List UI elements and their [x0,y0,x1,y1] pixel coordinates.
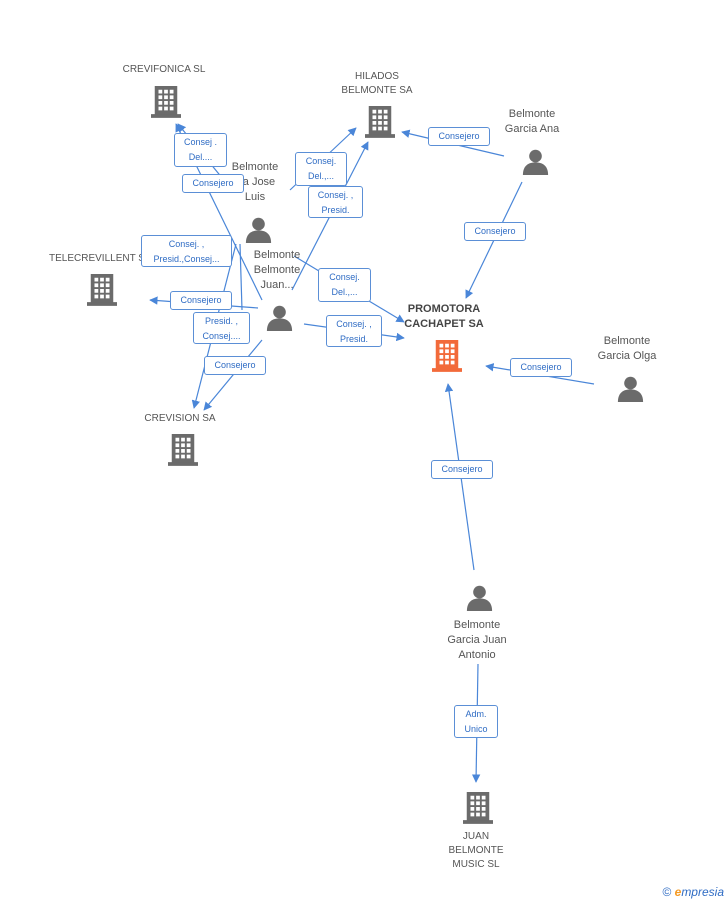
edge-line [239,243,243,311]
edge-label[interactable]: Consejero [204,356,266,375]
building-icon[interactable] [87,274,117,306]
node-label-belmonte-belmonte-juan[interactable]: Belmonte Belmonte Juan... [253,249,301,291]
node-label-belmonte-garcia-olga[interactable]: Belmonte Garcia Olga [597,335,657,362]
edge-label[interactable]: Consejero [170,291,232,310]
edge-label[interactable]: Consej. Del.,... [295,152,347,186]
edge-label[interactable]: Consejero [182,174,244,193]
building-icon[interactable] [168,434,198,466]
building-icon[interactable] [151,86,181,118]
building-icon[interactable] [365,106,395,138]
edge-label[interactable]: Consej. , Presid. [326,315,382,347]
person-icon[interactable] [245,217,272,243]
edge-label[interactable]: Adm. Unico [454,705,498,738]
edge-label[interactable]: Consejero [431,460,493,479]
person-icon[interactable] [266,305,293,331]
person-icon[interactable] [522,149,549,175]
node-label-hilados[interactable]: HILADOS BELMONTE SA [341,71,413,96]
edge-label[interactable]: Consej. , Presid.,Consej... [141,235,232,267]
building-icon[interactable] [432,340,462,372]
edge-label[interactable]: Consejero [428,127,490,146]
edge-label[interactable]: Consejero [464,222,526,241]
node-label-juan-belmonte-music[interactable]: JUAN BELMONTE MUSIC SL [448,831,504,870]
edge-label[interactable]: Consej. Del.,... [318,268,371,302]
node-label-belmonte-garcia-ana[interactable]: Belmonte Garcia Ana [504,108,560,135]
edge-label[interactable]: Consej . Del.... [174,133,227,167]
node-label-juan-antonio[interactable]: Belmonte Garcia Juan Antonio [447,619,507,661]
copyright-symbol: © [662,885,672,899]
person-icon[interactable] [617,376,644,402]
edge-label[interactable]: Consejero [510,358,572,377]
node-label-crevision[interactable]: CREVISION SA [144,413,216,424]
person-icon[interactable] [466,585,493,611]
brand-logo-text: mpresia [681,885,724,899]
building-icon[interactable] [463,792,493,824]
edge-label[interactable]: Consej. , Presid. [308,186,363,218]
brand-logo-initial: e [674,885,682,899]
node-label-crevifonica[interactable]: CREVIFONICA SL [122,64,206,75]
node-label-telecrevillent[interactable]: TELECREVILLENT S [49,253,145,264]
edge-line [203,339,263,411]
edge-label[interactable]: Presid. , Consej.... [193,312,250,344]
brand-footer[interactable]: © empresia [662,885,724,899]
node-label-promotora[interactable]: PROMOTORA CACHAPET SA [404,303,484,330]
